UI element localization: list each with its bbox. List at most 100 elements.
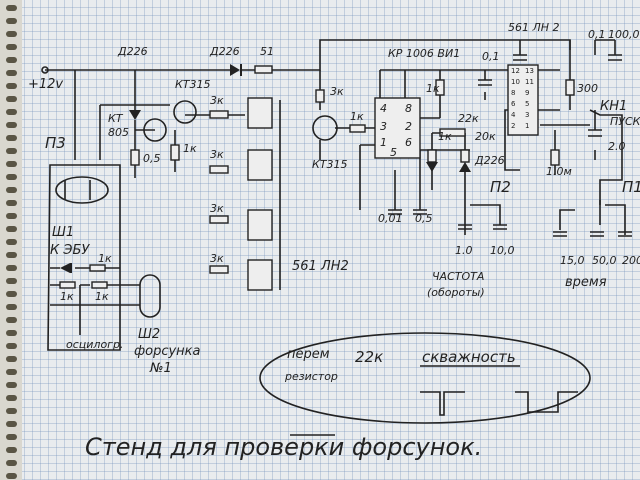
ic-pin: 6 (405, 136, 412, 149)
spiral-hole (6, 18, 17, 24)
spiral-hole (6, 213, 17, 219)
ic-pin: 5 (390, 146, 397, 159)
note-oval (259, 332, 591, 424)
label-resistor: 0,5 (143, 152, 161, 165)
page-title: Стенд для проверки форсунок. (85, 433, 482, 461)
ic-pin: 5 (525, 100, 529, 108)
label-transistor: КТ (108, 112, 124, 125)
label-potentiometer: 22к (458, 112, 479, 125)
label-resistor: 3к (210, 94, 224, 107)
diode-d226 (230, 64, 242, 76)
spiral-hole (6, 187, 17, 193)
spiral-hole (6, 239, 17, 245)
resistor-1k (349, 124, 366, 133)
ic-pin: 8 (405, 102, 412, 115)
ic-pin: 3 (380, 120, 387, 133)
spiral-hole (6, 408, 17, 414)
spiral-hole (6, 382, 17, 388)
label-capacitor: 0,1 (482, 50, 500, 63)
spiral-hole (6, 265, 17, 271)
label-resistor: 51 (260, 45, 274, 58)
wires (45, 39, 626, 351)
note-variable: перем (287, 347, 330, 362)
spiral-hole (6, 304, 17, 310)
spiral-hole (6, 278, 17, 284)
label-connector-ecu: К ЭБУ (50, 243, 90, 258)
label-resistor: 300 (577, 82, 598, 95)
potentiometer-22k (439, 128, 466, 137)
label-resistor: 1к (60, 290, 74, 303)
label-capacitor: 10,0 (490, 244, 515, 257)
label-button: КН1 (600, 99, 627, 114)
connector-sh1 (55, 176, 109, 204)
label-switch: П1 (622, 178, 640, 196)
label-switch: П2 (490, 178, 511, 196)
spiral-hole (6, 200, 17, 206)
underline (290, 365, 520, 436)
label-resistor: 1к (438, 130, 452, 143)
duty-cycle-waveforms (420, 391, 578, 416)
ic-pin: 3 (525, 111, 529, 119)
label-capacitor: 1.0 (455, 244, 473, 257)
label-rpm: (обороты) (427, 286, 485, 299)
label-oscilloscope: осцилогр. (66, 338, 123, 351)
resistor-1k (427, 149, 437, 163)
gate-blocks (247, 97, 273, 291)
spiral-hole (6, 421, 17, 427)
ic-pin: 2 (405, 120, 412, 133)
resistor-1k (59, 281, 76, 289)
label-ic: КР 1006 ВИ1 (388, 47, 460, 60)
spiral-hole (6, 226, 17, 232)
label-transistor: КТ315 (175, 78, 211, 91)
label-capacitor: 50,0 (592, 254, 617, 267)
spiral-hole (6, 135, 17, 141)
resistor-1k (170, 144, 180, 161)
label-injector-number: №1 (149, 361, 172, 376)
label-capacitor: 2.0 (608, 140, 626, 153)
label-resistor: 3к (210, 148, 224, 161)
ic-561ln2 (507, 64, 539, 136)
ic-pin: 11 (525, 78, 534, 86)
resistor-3k (209, 110, 229, 119)
label-transistor: КТ315 (312, 158, 348, 171)
label-chip: 561 ЛН2 (292, 259, 349, 274)
spiral-hole (6, 473, 17, 479)
spiral-hole (6, 31, 17, 37)
label-switch: П3 (45, 134, 66, 152)
label-resistor: 1к (426, 82, 440, 95)
spiral-hole (6, 83, 17, 89)
label-resistor: 1к (350, 110, 364, 123)
spiral-hole (6, 460, 17, 466)
ic-kr1006vi1 (374, 97, 421, 159)
connector-sh2 (139, 274, 161, 318)
diode-d226-vertical (129, 110, 141, 120)
supply-terminal (41, 66, 49, 74)
resistor-3k (209, 165, 229, 174)
resistor-51 (254, 65, 273, 74)
spiral-hole (6, 330, 17, 336)
resistor-1k (89, 264, 106, 272)
spiral-hole (6, 447, 17, 453)
label-capacitor: 15,0 (560, 254, 585, 267)
led-diode (60, 263, 72, 273)
spiral-hole (6, 174, 17, 180)
label-resistor: 3к (330, 85, 344, 98)
spiral-hole (6, 96, 17, 102)
spiral-hole (6, 70, 17, 76)
ic-pin: 9 (525, 89, 529, 97)
note-duty-cycle: скважность (422, 348, 516, 366)
label-diode: Д226 (474, 154, 505, 167)
spiral-hole (6, 291, 17, 297)
resistor-3k (209, 265, 229, 274)
spiral-hole (6, 369, 17, 375)
ic-pin: 8 (511, 89, 515, 97)
spiral-hole (6, 395, 17, 401)
spiral-hole (6, 252, 17, 258)
spiral-hole (6, 5, 17, 11)
spiral-hole (6, 161, 17, 167)
spiral-hole (6, 343, 17, 349)
label-injector: форсунка (134, 344, 201, 359)
resistor-300 (565, 79, 575, 96)
label-time: время (565, 275, 607, 290)
transistor-kt315 (173, 100, 197, 124)
